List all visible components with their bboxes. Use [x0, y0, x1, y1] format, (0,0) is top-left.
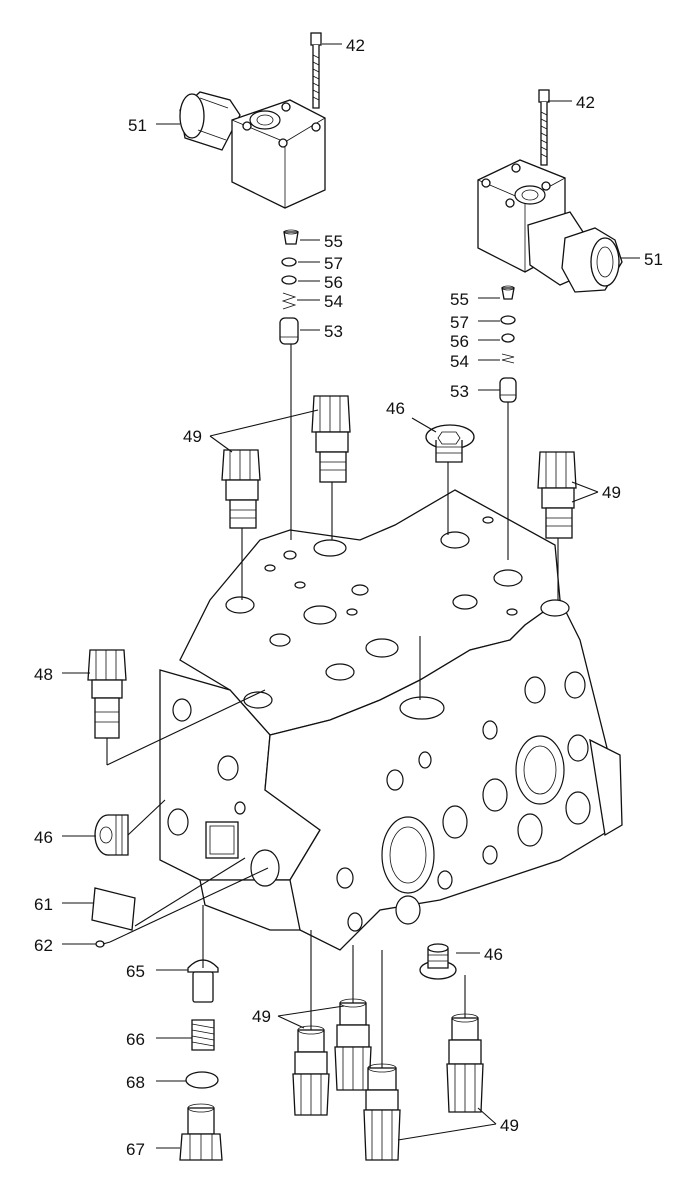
- plug-46-bottom: [419, 943, 457, 980]
- relief-valve-49-lower-b: [334, 998, 372, 1091]
- plug-46-top: [425, 424, 475, 463]
- o-ring-68: [185, 1071, 219, 1089]
- callout-49-upper-left: 49: [183, 427, 202, 446]
- callout-57-right: 57: [450, 313, 469, 332]
- plug-46-left: [94, 814, 129, 856]
- callout-46-top: 46: [386, 399, 405, 418]
- callout-56-left: 56: [324, 273, 343, 292]
- callout-68: 68: [126, 1073, 145, 1092]
- callout-56-right: 56: [450, 332, 469, 351]
- callout-53-left: 53: [324, 322, 343, 341]
- callout-49-lower-right: 49: [500, 1116, 519, 1135]
- solenoid-valve-left: [179, 91, 326, 209]
- callout-54-left: 54: [324, 292, 343, 311]
- callout-labels: 42 51 42 51 55 57 56 54 53 55 57 56 54 5…: [34, 36, 663, 1159]
- solenoid-valve-right: [477, 159, 623, 293]
- spring-66: [191, 1019, 215, 1051]
- callout-62: 62: [34, 936, 53, 955]
- relief-valve-49-upper-left: [221, 449, 261, 529]
- callout-42-left: 42: [346, 36, 365, 55]
- callout-49-upper-right: 49: [602, 483, 621, 502]
- valve-48: [87, 649, 127, 739]
- callout-55-left: 55: [324, 232, 343, 251]
- relief-valve-49-lower-a: [292, 1025, 330, 1116]
- nameplate-61: [91, 887, 136, 931]
- callout-57-left: 57: [324, 254, 343, 273]
- callout-53-right: 53: [450, 382, 469, 401]
- callout-46-left: 46: [34, 828, 53, 847]
- plug-stack-right: [499, 285, 517, 403]
- callout-61: 61: [34, 895, 53, 914]
- callout-65: 65: [126, 962, 145, 981]
- spool-cap-65: [187, 959, 219, 1003]
- plug-67: [179, 1103, 223, 1161]
- callout-66: 66: [126, 1030, 145, 1049]
- relief-valve-49-lower-c: [363, 1063, 401, 1161]
- callout-55-right: 55: [450, 290, 469, 309]
- callout-67: 67: [126, 1140, 145, 1159]
- leader-lines: [62, 43, 640, 1149]
- rivet-62: [95, 940, 111, 948]
- callout-51-right: 51: [644, 250, 663, 269]
- callout-49-lower-left: 49: [252, 1007, 271, 1026]
- relief-valve-49-upper-center: [311, 395, 351, 483]
- relief-valve-49-upper-right: [537, 451, 577, 539]
- relief-valve-49-lower-d: [446, 1013, 484, 1113]
- callout-46-bottom: 46: [484, 945, 503, 964]
- bolt-42-right: [538, 89, 550, 166]
- assembly-lines: [106, 344, 559, 1068]
- callout-54-right: 54: [450, 352, 469, 371]
- callout-48: 48: [34, 665, 53, 684]
- plug-stack-left: [279, 229, 299, 345]
- callout-51-left: 51: [128, 116, 147, 135]
- bolt-42-left: [310, 32, 322, 109]
- callout-42-right: 42: [576, 93, 595, 112]
- control-valve-body: [159, 489, 623, 951]
